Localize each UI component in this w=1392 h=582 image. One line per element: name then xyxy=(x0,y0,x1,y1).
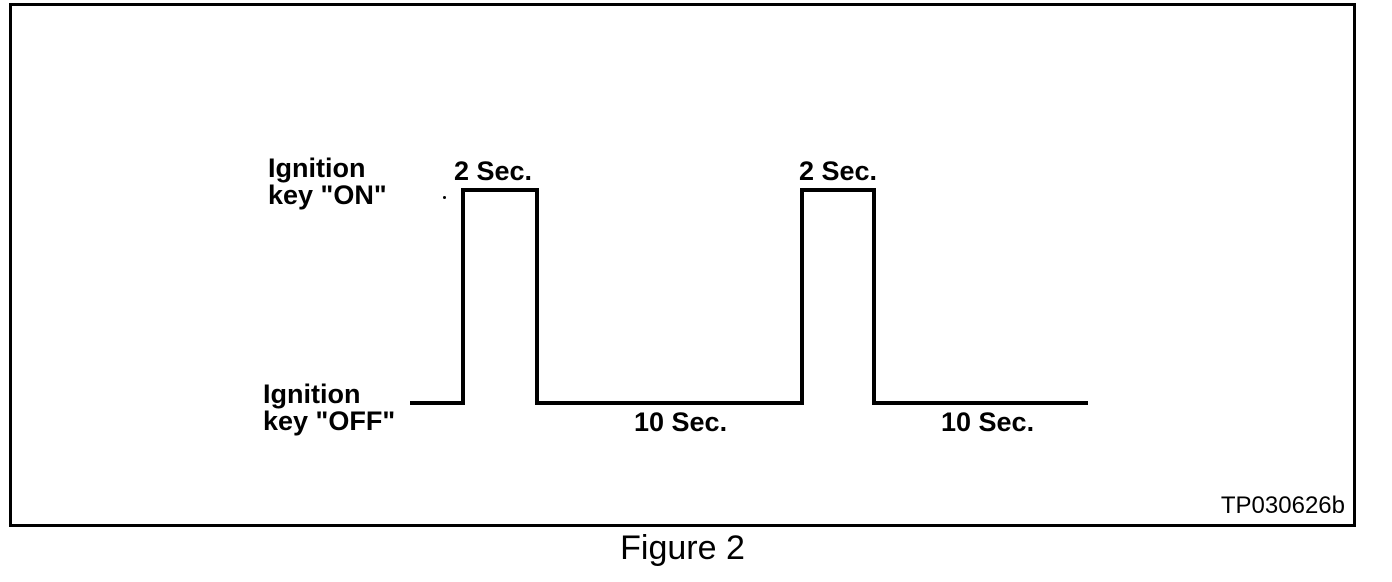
pulse-duration-label-2: 2 Sec. xyxy=(799,156,878,186)
figure-reference-code: TP030626b xyxy=(1220,492,1345,519)
figure-caption: Figure 2 xyxy=(620,529,745,567)
label-ignition-key-on: Ignition key "ON" xyxy=(268,153,387,210)
figure-frame xyxy=(9,3,1356,527)
off-interval-label-1: 10 Sec. xyxy=(634,407,728,437)
pulse-duration-label-1: 2 Sec. xyxy=(454,156,533,186)
stray-dot-mark xyxy=(443,196,446,199)
label-ignition-key-off: Ignition key "OFF" xyxy=(263,379,396,436)
off-interval-label-2: 10 Sec. xyxy=(941,407,1035,437)
